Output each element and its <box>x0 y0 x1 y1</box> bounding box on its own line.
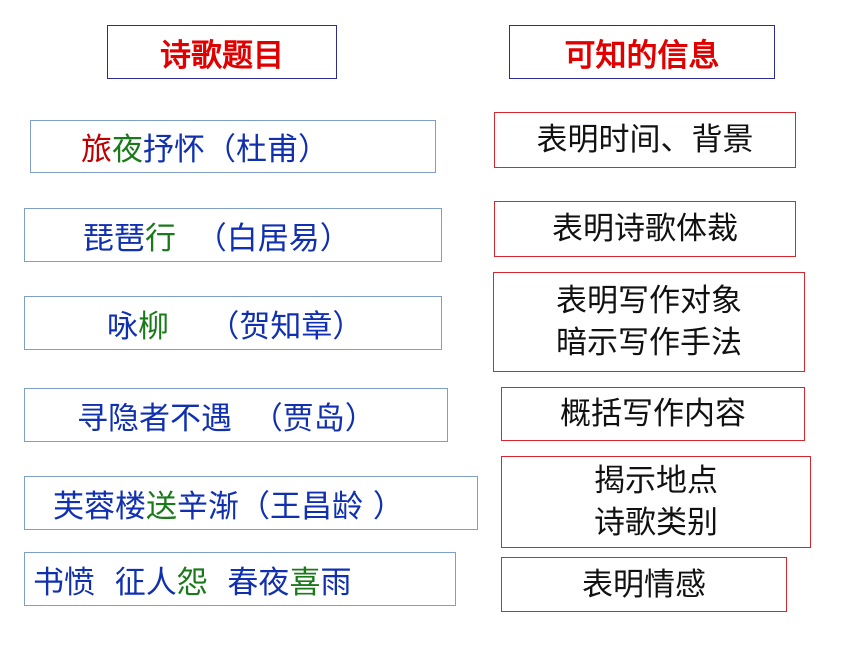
header-known-info: 可知的信息 <box>509 25 775 79</box>
info-line: 概括写作内容 <box>560 396 746 432</box>
poem-title-segment: 柳 <box>138 308 169 345</box>
info-box-5: 揭示地点诗歌类别 <box>501 456 811 548</box>
poem-title-segment: 书愤 征人 <box>33 564 177 601</box>
info-line: 表明情感 <box>582 566 706 603</box>
info-line: 表明写作对象 <box>556 283 742 319</box>
info-box-1: 表明时间、背景 <box>494 112 796 168</box>
poem-title-segment: 辛渐（王昌龄 ） <box>177 488 404 525</box>
info-box-6: 表明情感 <box>501 557 787 612</box>
poem-title-segment: 行 <box>145 220 176 257</box>
info-box-4: 概括写作内容 <box>501 387 805 441</box>
info-line: 表明诗歌体裁 <box>552 211 738 247</box>
poem-box-2: 琵琶行 （白居易） <box>24 208 442 262</box>
poem-title-segment: （白居易） <box>176 220 351 257</box>
info-line: 暗示写作手法 <box>556 325 742 361</box>
poem-title-segment: 喜 <box>289 564 321 601</box>
header-poem-title: 诗歌题目 <box>107 25 337 79</box>
info-box-3: 表明写作对象暗示写作手法 <box>493 272 805 372</box>
poem-title-segment: 夜 <box>112 132 143 168</box>
info-line: 表明时间、背景 <box>536 122 754 158</box>
info-line: 揭示地点 <box>594 463 718 499</box>
poem-box-5: 芙蓉楼送辛渐（王昌龄 ） <box>24 476 478 530</box>
info-box-2: 表明诗歌体裁 <box>494 201 796 257</box>
poem-title-segment: 咏 <box>107 308 138 345</box>
poem-title-segment: 寻隐者不遇 （贾岛） <box>77 400 376 437</box>
poem-box-6: 书愤 征人怨 春夜喜雨 <box>24 552 456 606</box>
poem-title-segment: 琵琶 <box>83 220 145 257</box>
poem-title-segment: 抒怀（杜甫） <box>143 132 329 168</box>
poem-title-segment: （贺知章） <box>169 308 364 345</box>
poem-title-segment: 旅 <box>81 132 112 168</box>
poem-title-segment: 怨 <box>176 564 208 601</box>
poem-box-4: 寻隐者不遇 （贾岛） <box>24 388 448 442</box>
info-line: 诗歌类别 <box>594 505 718 541</box>
poem-box-1: 旅夜抒怀（杜甫） <box>30 120 436 173</box>
poem-title-segment: 芙蓉楼 <box>53 488 146 525</box>
poem-title-segment: 春夜 <box>207 564 290 601</box>
poem-box-3: 咏柳 （贺知章） <box>24 296 442 350</box>
poem-title-segment: 雨 <box>320 564 352 601</box>
poem-title-segment: 送 <box>146 488 177 525</box>
